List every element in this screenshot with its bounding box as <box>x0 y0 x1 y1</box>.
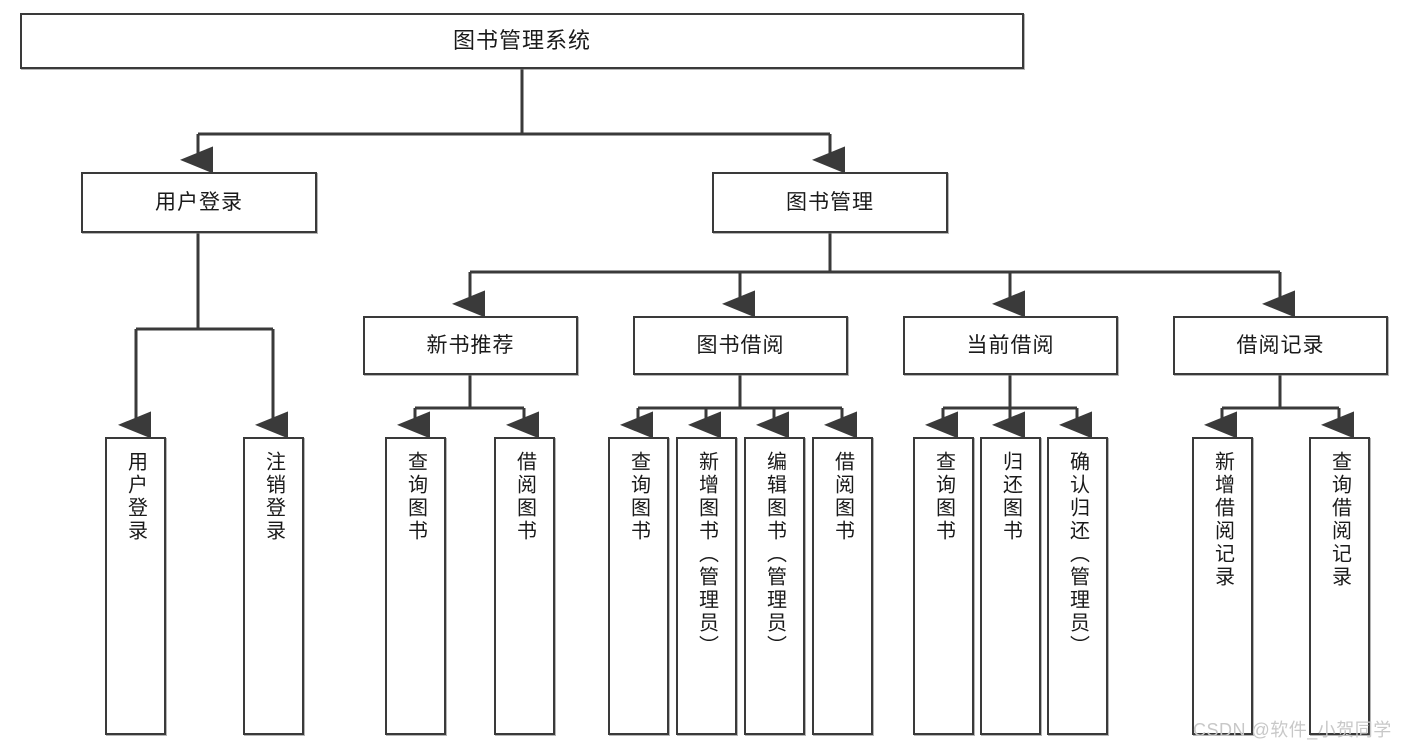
node-label: 借阅图书 <box>831 451 854 543</box>
node-new-book-recommend[interactable]: 新书推荐 <box>363 316 578 375</box>
node-label: 新增图书（管理员） <box>695 451 718 658</box>
node-label: 归还图书 <box>999 451 1022 543</box>
leaf-record-query-record[interactable]: 查询借阅记录 <box>1309 437 1370 735</box>
leaf-current-return-book[interactable]: 归还图书 <box>980 437 1041 735</box>
leaf-current-confirm-return-admin[interactable]: 确认归还（管理员） <box>1047 437 1108 735</box>
leaf-user-login-login[interactable]: 用户登录 <box>105 437 166 735</box>
node-label: 编辑图书（管理员） <box>763 451 786 658</box>
leaf-borrow-query-book[interactable]: 查询图书 <box>608 437 669 735</box>
leaf-borrow-edit-book-admin[interactable]: 编辑图书（管理员） <box>744 437 805 735</box>
node-label: 用户登录 <box>155 190 243 214</box>
node-label: 图书管理系统 <box>452 27 591 53</box>
node-label: 查询图书 <box>627 451 650 543</box>
leaf-borrow-add-book-admin[interactable]: 新增图书（管理员） <box>676 437 737 735</box>
leaf-record-add-record[interactable]: 新增借阅记录 <box>1192 437 1253 735</box>
node-label: 确认归还（管理员） <box>1066 451 1089 658</box>
leaf-recommend-query-book[interactable]: 查询图书 <box>385 437 446 735</box>
node-label: 查询图书 <box>404 451 427 543</box>
node-label: 新书推荐 <box>426 333 515 357</box>
node-label: 图书管理 <box>786 190 874 214</box>
leaf-recommend-borrow-book[interactable]: 借阅图书 <box>494 437 555 735</box>
node-label: 当前借阅 <box>966 333 1055 357</box>
node-label: 查询借阅记录 <box>1328 451 1351 589</box>
node-borrow-record[interactable]: 借阅记录 <box>1173 316 1388 375</box>
node-root-system[interactable]: 图书管理系统 <box>20 13 1024 69</box>
node-label: 借阅图书 <box>513 451 536 543</box>
node-book-borrow[interactable]: 图书借阅 <box>633 316 848 375</box>
leaf-current-query-book[interactable]: 查询图书 <box>913 437 974 735</box>
node-label: 查询图书 <box>932 451 955 543</box>
node-user-login[interactable]: 用户登录 <box>81 172 317 233</box>
node-label: 图书借阅 <box>696 333 785 357</box>
node-label: 用户登录 <box>124 451 147 543</box>
node-label: 注销登录 <box>262 451 285 543</box>
watermark-text: CSDN @软件_小贺同学 <box>1193 720 1392 740</box>
leaf-borrow-borrow-book[interactable]: 借阅图书 <box>812 437 873 735</box>
node-book-management[interactable]: 图书管理 <box>712 172 948 233</box>
leaf-user-login-logout[interactable]: 注销登录 <box>243 437 304 735</box>
node-current-borrow[interactable]: 当前借阅 <box>903 316 1118 375</box>
node-label: 借阅记录 <box>1236 333 1325 357</box>
node-label: 新增借阅记录 <box>1211 451 1234 589</box>
